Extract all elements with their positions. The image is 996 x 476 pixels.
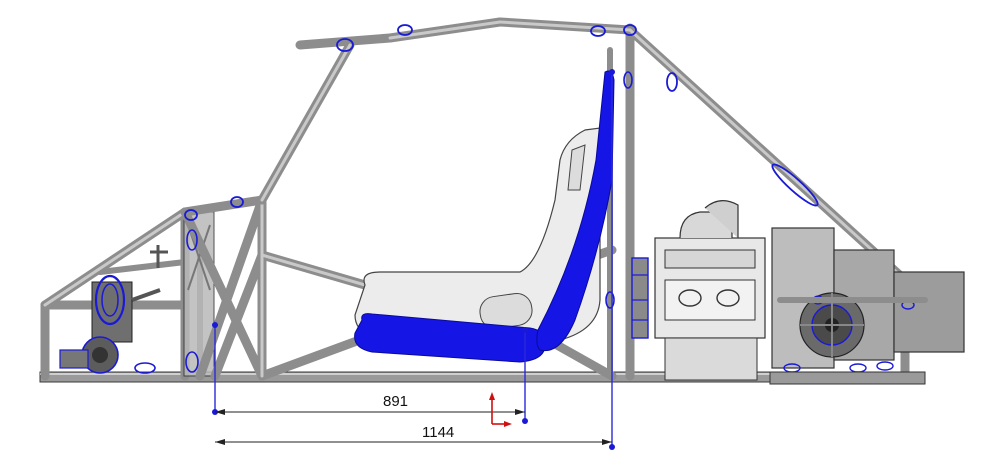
- dimension-891-label: 891: [383, 393, 408, 410]
- axis-triad-icon: [489, 392, 512, 427]
- seat: [354, 70, 615, 363]
- dimension-1144-label: 1144: [422, 424, 454, 441]
- dimension-1144[interactable]: 1144: [215, 424, 612, 445]
- engine: [631, 200, 766, 381]
- rear-lower-tube: [769, 297, 928, 385]
- roll-cage: [184, 17, 910, 381]
- dimension-891[interactable]: 891: [215, 393, 525, 415]
- side-impact-structure: [180, 195, 617, 381]
- front-suspension: [59, 245, 168, 374]
